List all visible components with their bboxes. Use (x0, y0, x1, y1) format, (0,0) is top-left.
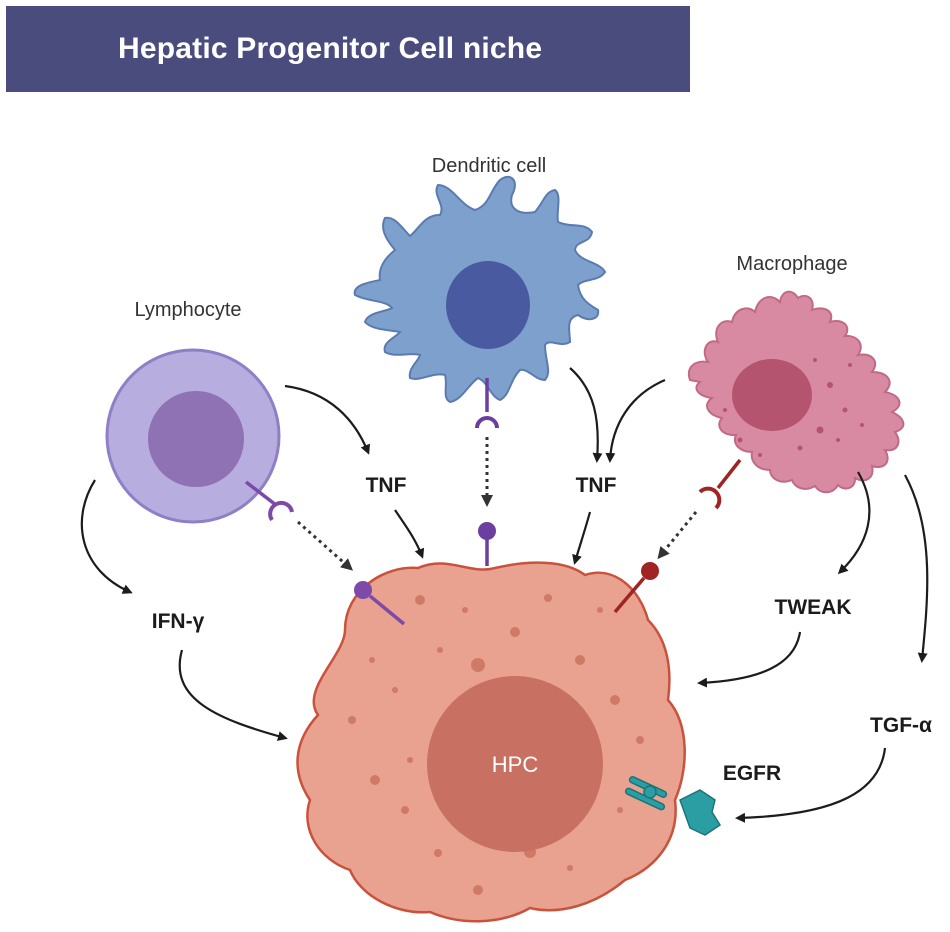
hpc-label: HPC (492, 752, 539, 777)
lymphocyte-label: Lymphocyte (134, 299, 241, 321)
arrow-tweak-to-hpc (697, 631, 802, 688)
diagram-title: Hepatic Progenitor Cell niche (118, 32, 543, 65)
macrophage-cell (687, 290, 905, 494)
dendritic-cell (353, 175, 607, 404)
dendritic-label: Dendritic cell (432, 155, 546, 177)
hpc-receptor-right (613, 562, 659, 614)
tnf-label-right: TNF (576, 474, 617, 497)
tgf-alpha-label: TGF-α (870, 714, 932, 737)
arrow-macrophage-to-tgf (904, 474, 929, 663)
hpc-receptor-left (354, 581, 406, 626)
arrow-tnf-left-to-hpc (394, 509, 425, 559)
arrow-macrophage-to-tweak (837, 471, 871, 575)
arrow-ifn-to-hpc (178, 649, 288, 741)
lymphocyte-cell (105, 348, 281, 524)
macrophage-receptor (698, 458, 742, 510)
lymphocyte-nucleus (148, 391, 244, 487)
tweak-label: TWEAK (775, 596, 852, 619)
dendritic-nucleus (446, 261, 530, 349)
dotted-arrow-lymphocyte (297, 520, 353, 571)
lymphocyte-receptor (244, 480, 294, 522)
egfr-receptor (624, 776, 722, 836)
hpc-nucleus (427, 676, 603, 852)
arrow-lymphocyte-to-tnf (284, 384, 370, 455)
hpc-receptor-center (478, 522, 496, 566)
macrophage-nucleus (732, 359, 812, 431)
arrow-lymphocyte-to-ifn (80, 479, 133, 594)
ifn-gamma-label: IFN-γ (152, 610, 205, 633)
arrow-tnf-right-to-hpc (572, 511, 592, 565)
tnf-label-left: TNF (366, 474, 407, 497)
arrow-dendritic-to-tnf (569, 367, 603, 463)
hpc-cell: HPC (296, 561, 686, 923)
hpc-granules (348, 594, 644, 895)
macrophage-label: Macrophage (736, 253, 847, 275)
macrophage-granules (723, 358, 864, 457)
arrow-macrophage-to-tnf (605, 378, 666, 463)
dendritic-receptor (475, 378, 499, 429)
dotted-arrow-macrophage (657, 511, 698, 560)
arrow-tgf-to-egfr (735, 747, 887, 823)
title-banner: Hepatic Progenitor Cell niche (6, 6, 690, 92)
egfr-label: EGFR (723, 762, 781, 785)
